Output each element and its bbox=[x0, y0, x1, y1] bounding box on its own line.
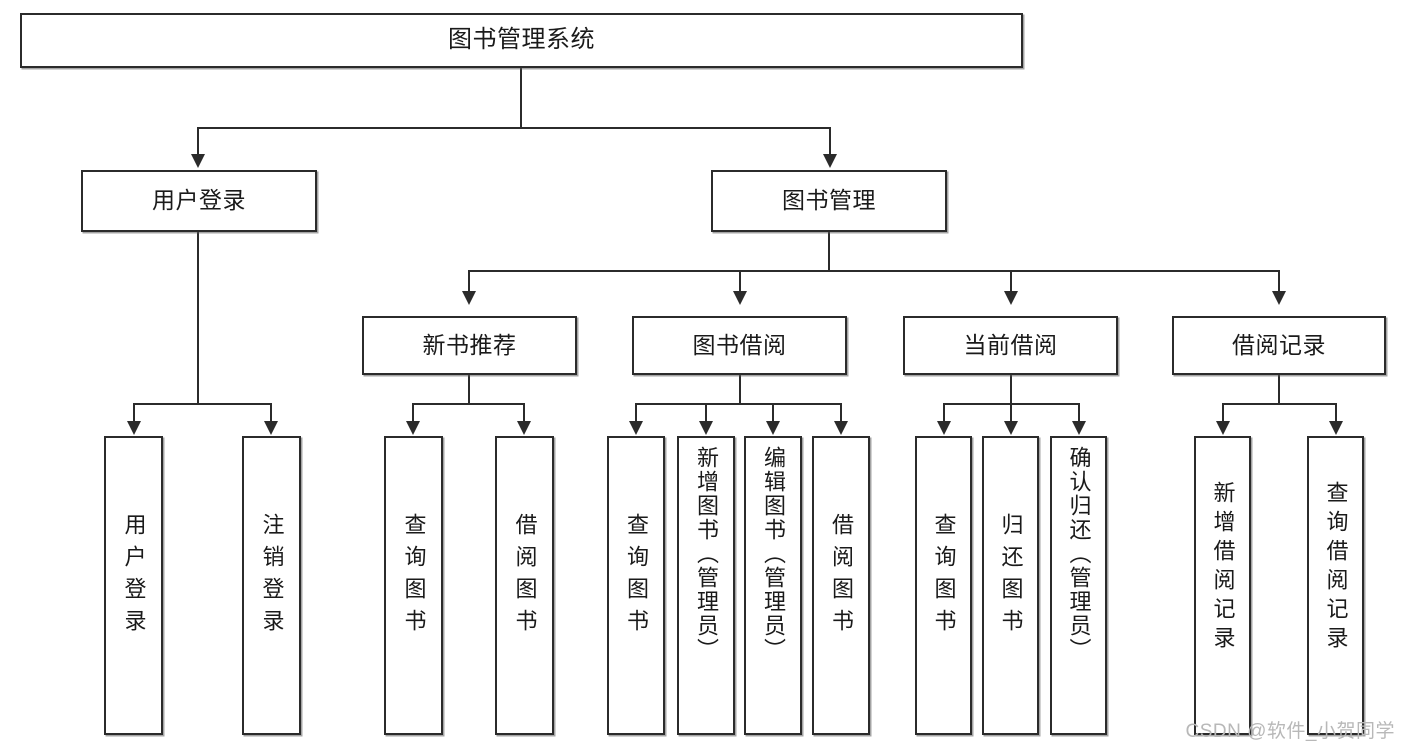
leaf-cb-confirm-return-admin[interactable]: 确认归还（管理员） bbox=[1050, 436, 1107, 735]
connector-newbook-stem bbox=[468, 375, 470, 404]
leaf-br-query-record[interactable]: 查询借阅记录 bbox=[1307, 436, 1364, 735]
connector-userlogin-stem bbox=[197, 232, 199, 404]
connector-newbook-left bbox=[412, 403, 414, 422]
node-label: 借阅图书 bbox=[512, 513, 538, 641]
node-label: 借阅图书 bbox=[829, 513, 854, 641]
connector-to-current-borrow bbox=[1010, 270, 1012, 292]
connector-borrowrecord-bar bbox=[1222, 403, 1336, 405]
arrow-leaf-cb-confirm bbox=[1072, 421, 1086, 435]
connector-bookborrow-stem bbox=[739, 375, 741, 404]
node-label: 图书管理 bbox=[782, 187, 876, 214]
connector-borrowrecord-stem bbox=[1278, 375, 1280, 404]
connector-newbook-right bbox=[523, 403, 525, 422]
node-label: 当前借阅 bbox=[963, 331, 1058, 358]
leaf-br-add-record[interactable]: 新增借阅记录 bbox=[1194, 436, 1251, 735]
node-book-borrow[interactable]: 图书借阅 bbox=[632, 316, 847, 375]
arrow-leaf-newbook-borrow bbox=[517, 421, 531, 435]
leaf-bb-edit-book-admin[interactable]: 编辑图书（管理员） bbox=[744, 436, 802, 735]
connector-borrowrecord-left bbox=[1222, 403, 1224, 422]
node-label: 注销登录 bbox=[259, 513, 285, 641]
node-label: 用户登录 bbox=[152, 187, 246, 214]
leaf-logout[interactable]: 注销登录 bbox=[242, 436, 301, 735]
arrow-root-to-book-mgmt bbox=[823, 154, 837, 168]
leaf-bb-borrow-book[interactable]: 借阅图书 bbox=[812, 436, 870, 735]
connector-currentborrow-c3 bbox=[1078, 403, 1080, 422]
connector-bookborrow-c1 bbox=[635, 403, 637, 422]
leaf-user-login[interactable]: 用户登录 bbox=[104, 436, 163, 735]
connector-bookborrow-c3 bbox=[772, 403, 774, 422]
node-label: 编辑图书（管理员） bbox=[761, 446, 786, 662]
node-label: 确认归还（管理员） bbox=[1066, 446, 1092, 662]
arrow-leaf-br-query bbox=[1329, 421, 1343, 435]
node-label: 用户登录 bbox=[121, 513, 147, 641]
arrow-to-borrow-record bbox=[1272, 291, 1286, 305]
arrow-leaf-bb-add bbox=[699, 421, 713, 435]
node-label: 查询图书 bbox=[624, 513, 649, 641]
connector-bookborrow-bar bbox=[635, 403, 841, 405]
arrow-to-book-borrow bbox=[733, 291, 747, 305]
arrow-leaf-cb-query bbox=[937, 421, 951, 435]
connector-bookmgmt-stem bbox=[828, 232, 830, 271]
node-root-book-management-system[interactable]: 图书管理系统 bbox=[20, 13, 1023, 68]
leaf-newbook-query-book[interactable]: 查询图书 bbox=[384, 436, 443, 735]
connector-to-borrow-record bbox=[1278, 270, 1280, 292]
leaf-bb-query-book[interactable]: 查询图书 bbox=[607, 436, 665, 735]
arrow-leaf-bb-edit bbox=[766, 421, 780, 435]
arrow-leaf-logout bbox=[264, 421, 278, 435]
node-current-borrow[interactable]: 当前借阅 bbox=[903, 316, 1118, 375]
connector-bookborrow-c2 bbox=[705, 403, 707, 422]
node-borrow-record[interactable]: 借阅记录 bbox=[1172, 316, 1386, 375]
node-label: 查询图书 bbox=[401, 513, 427, 641]
node-label: 归还图书 bbox=[998, 513, 1024, 641]
arrow-leaf-cb-return bbox=[1004, 421, 1018, 435]
node-label: 图书管理系统 bbox=[448, 26, 595, 54]
leaf-newbook-borrow-book[interactable]: 借阅图书 bbox=[495, 436, 554, 735]
connector-root-to-book-mgmt bbox=[829, 127, 831, 155]
arrow-leaf-br-add bbox=[1216, 421, 1230, 435]
node-label: 图书借阅 bbox=[692, 331, 787, 358]
connector-userlogin-left bbox=[133, 403, 135, 422]
node-book-management[interactable]: 图书管理 bbox=[711, 170, 947, 232]
leaf-bb-add-book-admin[interactable]: 新增图书（管理员） bbox=[677, 436, 735, 735]
connector-userlogin-right bbox=[270, 403, 272, 422]
connector-currentborrow-c1 bbox=[943, 403, 945, 422]
arrow-root-to-user-login bbox=[191, 154, 205, 168]
connector-root-stem bbox=[520, 68, 522, 128]
arrow-leaf-bb-query bbox=[629, 421, 643, 435]
arrow-leaf-user-login bbox=[127, 421, 141, 435]
node-label: 查询借阅记录 bbox=[1323, 481, 1349, 655]
connector-userlogin-bar bbox=[133, 403, 271, 405]
arrow-to-new-book bbox=[462, 291, 476, 305]
connector-to-new-book bbox=[468, 270, 470, 292]
leaf-cb-query-book[interactable]: 查询图书 bbox=[915, 436, 972, 735]
node-label: 查询图书 bbox=[931, 513, 957, 641]
leaf-cb-return-book[interactable]: 归还图书 bbox=[982, 436, 1039, 735]
node-new-book-recommend[interactable]: 新书推荐 bbox=[362, 316, 577, 375]
node-label: 借阅记录 bbox=[1232, 331, 1326, 358]
node-label: 新增图书（管理员） bbox=[694, 446, 719, 662]
node-label: 新增借阅记录 bbox=[1210, 481, 1236, 655]
connector-root-bar bbox=[197, 127, 831, 129]
connector-level2-bar bbox=[468, 270, 1279, 272]
node-user-login[interactable]: 用户登录 bbox=[81, 170, 317, 232]
connector-newbook-bar bbox=[412, 403, 524, 405]
connector-borrowrecord-right bbox=[1335, 403, 1337, 422]
connector-currentborrow-c2 bbox=[1010, 403, 1012, 422]
connector-currentborrow-stem bbox=[1010, 375, 1012, 404]
connector-root-to-user-login bbox=[197, 127, 199, 155]
watermark-text: CSDN @软件_小贺同学 bbox=[1185, 721, 1395, 742]
arrow-to-current-borrow bbox=[1004, 291, 1018, 305]
arrow-leaf-bb-borrow bbox=[834, 421, 848, 435]
node-label: 新书推荐 bbox=[422, 331, 517, 358]
connector-bookborrow-c4 bbox=[840, 403, 842, 422]
connector-to-book-borrow bbox=[739, 270, 741, 292]
arrow-leaf-newbook-query bbox=[406, 421, 420, 435]
